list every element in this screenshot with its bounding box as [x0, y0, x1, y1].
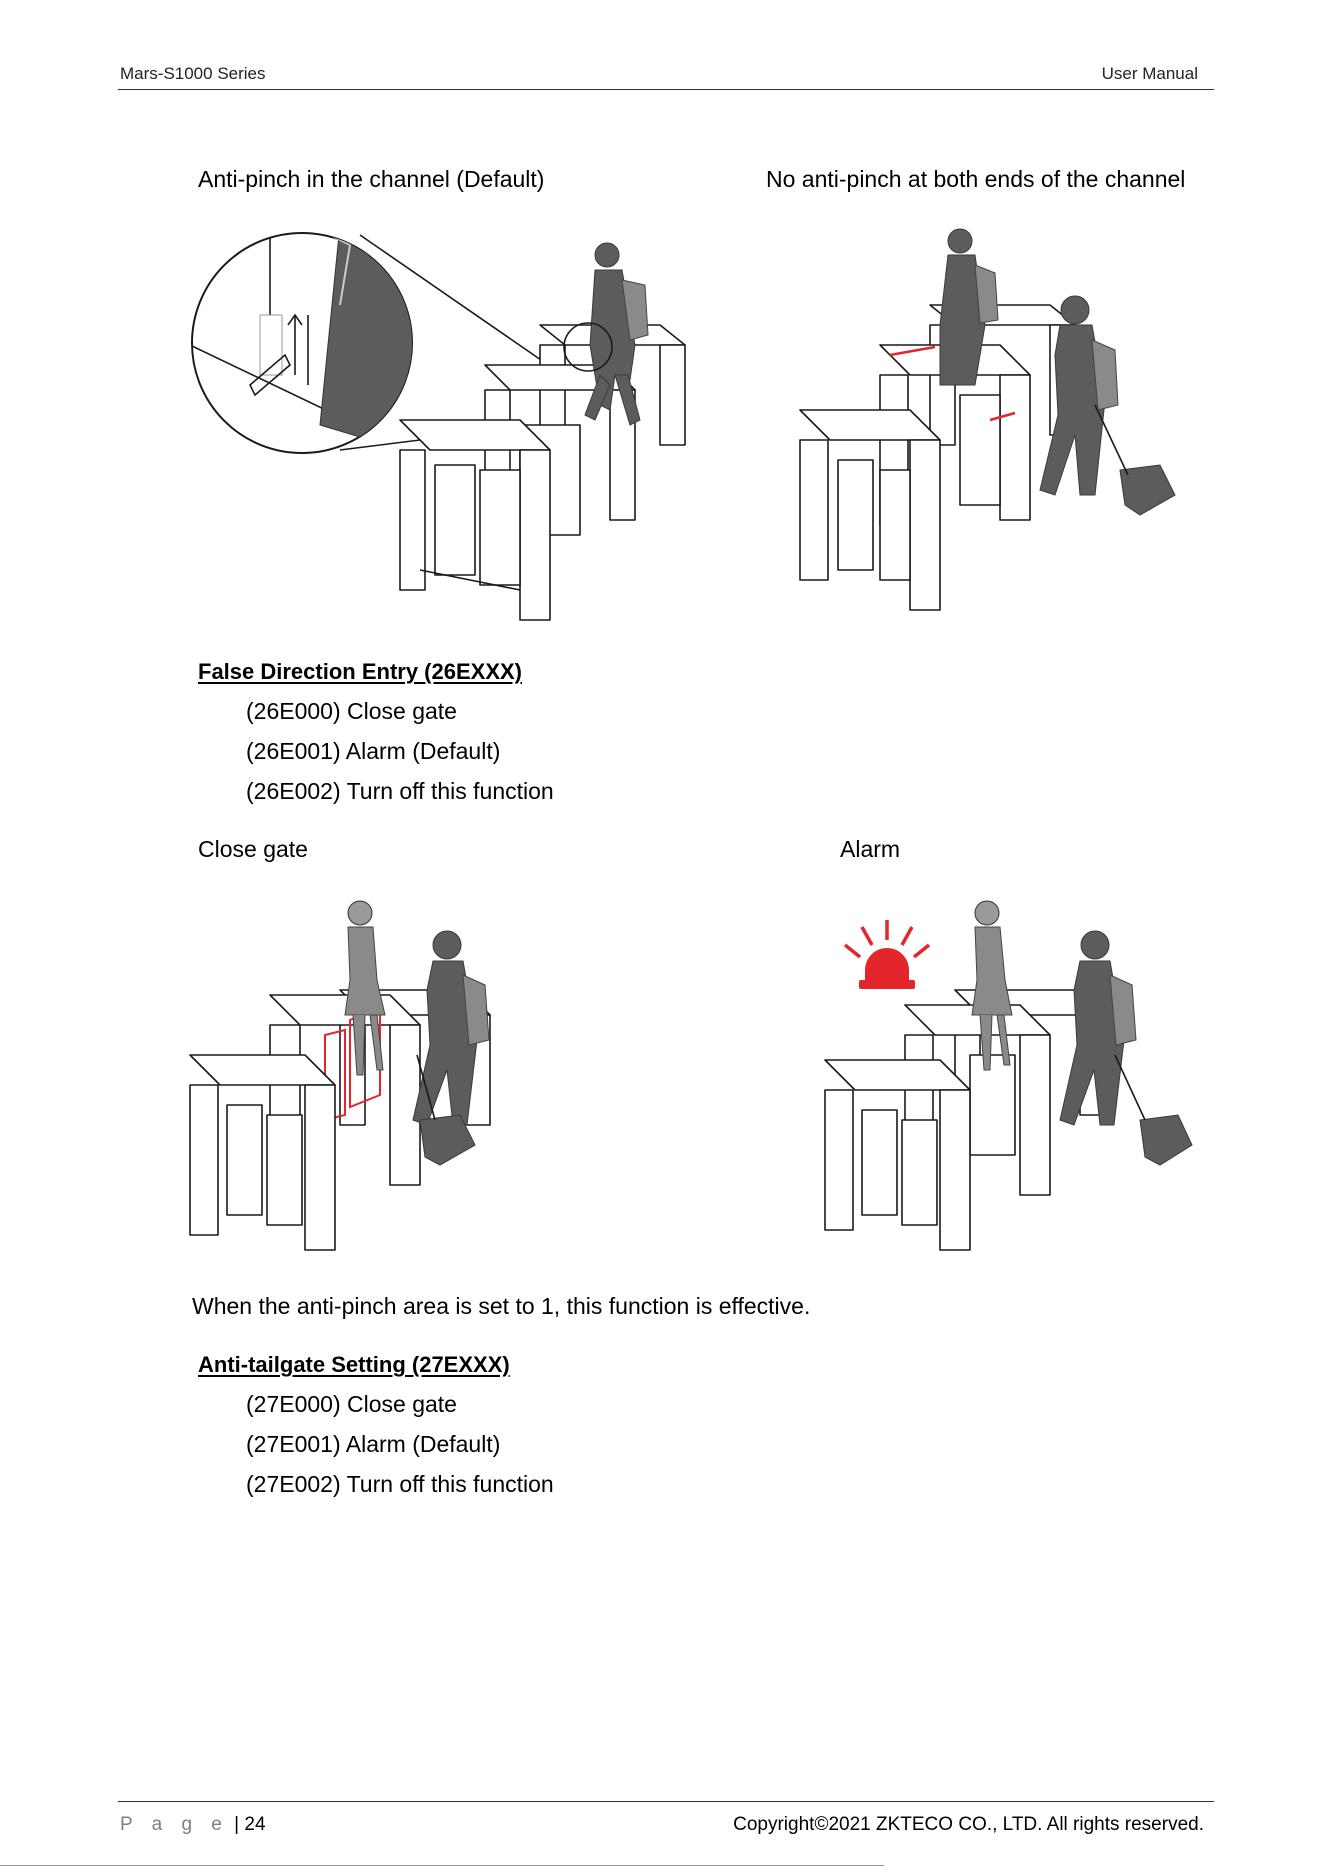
figure-caption-no-anti-pinch: No anti-pinch at both ends of the channe…: [766, 166, 1186, 192]
list-item: (27E002) Turn off this function: [246, 1471, 554, 1497]
page-number: | 24: [234, 1814, 266, 1835]
list-item: (27E001) Alarm (Default): [246, 1431, 501, 1457]
footer-divider: [118, 1801, 1214, 1802]
section-title-anti-tailgate: Anti-tailgate Setting (27EXXX): [198, 1352, 510, 1377]
figure-alarm: [824, 900, 1193, 1251]
page-label: P a g e: [120, 1814, 229, 1835]
figure-no-anti-pinch: [799, 228, 1176, 611]
figure-anti-pinch-default: [191, 232, 686, 621]
figure-close-gate: [189, 900, 491, 1251]
header-divider: [118, 89, 1214, 90]
figure-caption-alarm: Alarm: [840, 836, 901, 862]
page-indicator: P a g e | 24: [120, 1814, 266, 1836]
page-bottom-edge: [0, 1865, 884, 1866]
figure-caption-anti-pinch-default: Anti-pinch in the channel (Default): [198, 166, 545, 192]
section-title-false-direction: False Direction Entry (26EXXX): [198, 659, 522, 684]
alarm-siren-icon: [843, 920, 931, 989]
list-item: (27E000) Close gate: [246, 1391, 457, 1417]
header-product: Mars-S1000 Series: [120, 64, 266, 83]
copyright: Copyright©2021 ZKTECO CO., LTD. All righ…: [733, 1814, 1204, 1835]
list-item: (26E002) Turn off this function: [246, 778, 554, 804]
list-item: (26E000) Close gate: [246, 698, 457, 724]
list-item: (26E001) Alarm (Default): [246, 738, 501, 764]
header-doc-type: User Manual: [1101, 64, 1198, 83]
note-anti-pinch-area: When the anti-pinch area is set to 1, th…: [192, 1293, 811, 1319]
figure-caption-close-gate: Close gate: [198, 836, 308, 862]
